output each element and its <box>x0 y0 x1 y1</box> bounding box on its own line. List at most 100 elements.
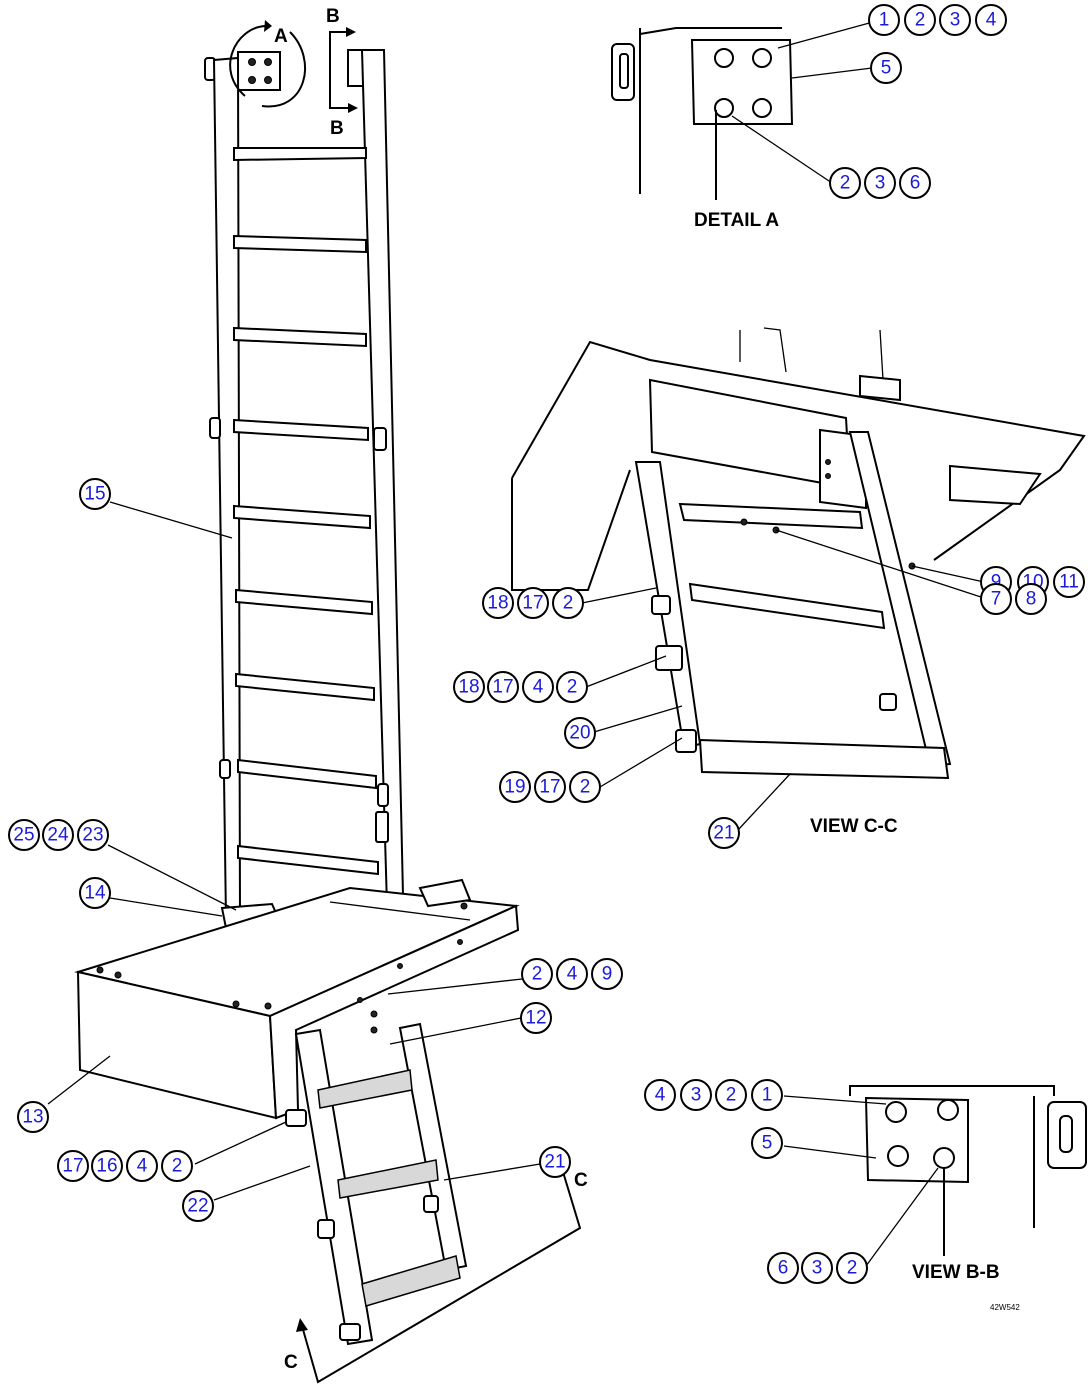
svg-text:5: 5 <box>881 58 892 79</box>
svg-text:2: 2 <box>532 964 543 985</box>
svg-text:3: 3 <box>875 173 886 194</box>
step-ladder <box>285 1022 468 1346</box>
callout-15: 15 <box>79 478 111 510</box>
view-cc-label: VIEW C-C <box>810 816 898 837</box>
callout-5: 5 <box>751 1127 783 1159</box>
svg-text:22: 22 <box>187 1196 208 1217</box>
svg-text:4: 4 <box>567 964 578 985</box>
svg-text:21: 21 <box>544 1152 565 1173</box>
callout-4: 4 <box>556 958 588 990</box>
callout-14: 14 <box>79 877 111 909</box>
callout-22: 22 <box>182 1190 214 1222</box>
callout-5: 5 <box>870 52 902 84</box>
callout-bubbles: 1 2 3 4 5 2 3 6 9 10 11 7 8 18 17 2 18 1… <box>8 4 1085 1284</box>
svg-text:6: 6 <box>910 173 921 194</box>
svg-text:5: 5 <box>762 1133 773 1154</box>
callout-2: 2 <box>715 1079 747 1111</box>
svg-text:18: 18 <box>487 593 508 614</box>
svg-text:2: 2 <box>563 593 574 614</box>
arrow-c-right-label: C <box>574 1170 588 1191</box>
svg-text:4: 4 <box>137 1156 148 1177</box>
callout-18: 18 <box>482 587 514 619</box>
callout-16: 16 <box>91 1150 123 1182</box>
arrow-b-top-label: B <box>326 6 340 27</box>
svg-text:17: 17 <box>539 777 560 798</box>
detail-a-label: DETAIL A <box>694 210 779 231</box>
view-cc-drawing: VIEW C-C <box>511 327 1086 837</box>
callout-18: 18 <box>453 671 485 703</box>
callout-20: 20 <box>564 717 596 749</box>
arrow-c-left-label: C <box>284 1352 298 1373</box>
callout-17: 17 <box>487 671 519 703</box>
callout-9: 9 <box>591 958 623 990</box>
svg-text:4: 4 <box>986 10 997 31</box>
view-bb-drawing: VIEW B-B 42W542 <box>849 1085 1087 1312</box>
callout-2: 2 <box>569 771 601 803</box>
callout-17: 17 <box>517 587 549 619</box>
callout-3: 3 <box>680 1079 712 1111</box>
callout-2: 2 <box>904 4 936 36</box>
svg-text:20: 20 <box>569 723 590 744</box>
svg-text:4: 4 <box>655 1085 666 1106</box>
svg-text:2: 2 <box>567 677 578 698</box>
svg-text:13: 13 <box>22 1107 43 1128</box>
callout-2: 2 <box>556 671 588 703</box>
callout-3: 3 <box>939 4 971 36</box>
svg-text:3: 3 <box>950 10 961 31</box>
callout-2: 2 <box>552 587 584 619</box>
callout-19: 19 <box>499 771 531 803</box>
svg-text:2: 2 <box>172 1156 183 1177</box>
callout-4: 4 <box>975 4 1007 36</box>
svg-text:9: 9 <box>602 964 613 985</box>
callout-8: 8 <box>1015 583 1047 615</box>
callout-21: 21 <box>708 817 740 849</box>
callout-4: 4 <box>644 1079 676 1111</box>
drawing-number: 42W542 <box>990 1303 1020 1312</box>
callout-11: 11 <box>1053 566 1085 598</box>
svg-text:8: 8 <box>1026 589 1037 610</box>
callout-4: 4 <box>126 1150 158 1182</box>
svg-text:1: 1 <box>762 1085 773 1106</box>
callout-24: 24 <box>42 819 74 851</box>
svg-text:19: 19 <box>504 777 525 798</box>
callout-17: 17 <box>57 1150 89 1182</box>
svg-text:11: 11 <box>1059 572 1079 593</box>
svg-text:16: 16 <box>96 1156 117 1177</box>
svg-text:17: 17 <box>492 677 513 698</box>
callout-4: 4 <box>522 671 554 703</box>
svg-text:2: 2 <box>840 173 851 194</box>
svg-text:9: 9 <box>991 572 1002 593</box>
svg-text:14: 14 <box>84 883 106 904</box>
svg-text:15: 15 <box>84 484 105 505</box>
callout-1: 1 <box>868 4 900 36</box>
ladder-assembly <box>204 49 426 954</box>
callout-2: 2 <box>829 167 861 199</box>
arrow-a-label: A <box>274 26 288 47</box>
view-arrow-a: A <box>229 20 306 108</box>
svg-text:3: 3 <box>812 1258 823 1279</box>
svg-text:4: 4 <box>533 677 544 698</box>
svg-text:21: 21 <box>713 823 734 844</box>
svg-text:17: 17 <box>522 593 543 614</box>
svg-text:7: 7 <box>991 589 1002 610</box>
callout-12: 12 <box>520 1002 552 1034</box>
callout-21: 21 <box>539 1146 571 1178</box>
svg-text:25: 25 <box>13 825 34 846</box>
svg-text:12: 12 <box>525 1008 546 1029</box>
section-arrow-b: B B <box>326 6 358 139</box>
leader-lines <box>47 21 985 1267</box>
callout-13: 13 <box>17 1101 49 1133</box>
svg-text:2: 2 <box>580 777 591 798</box>
callout-2: 2 <box>161 1150 193 1182</box>
callout-17: 17 <box>534 771 566 803</box>
callout-6: 6 <box>899 167 931 199</box>
svg-text:23: 23 <box>82 825 103 846</box>
callout-3: 3 <box>864 167 896 199</box>
svg-text:2: 2 <box>915 10 926 31</box>
section-arrow-c: C C <box>284 1154 588 1384</box>
ladder-rungs <box>233 147 379 876</box>
svg-text:3: 3 <box>691 1085 702 1106</box>
svg-text:2: 2 <box>847 1258 858 1279</box>
callout-6: 6 <box>767 1252 799 1284</box>
